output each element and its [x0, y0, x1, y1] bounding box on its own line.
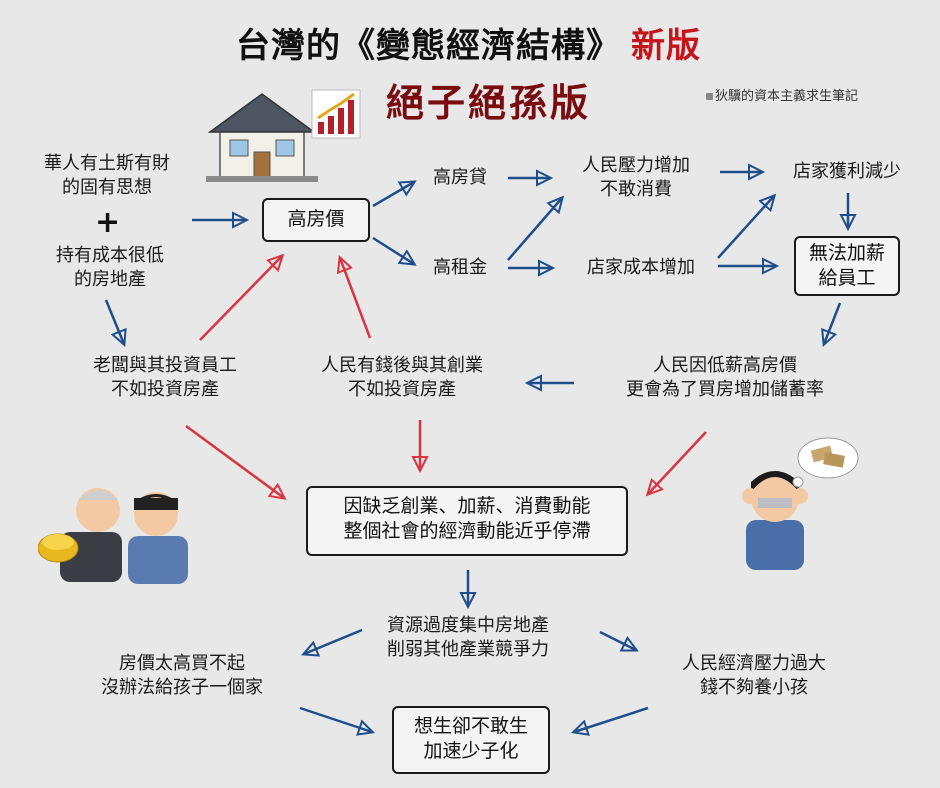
arrow-concentration-to-cantafford — [301, 628, 363, 657]
node-no-raise: 無法加薪 給員工 — [794, 236, 900, 296]
node-pressure-line1: 人民壓力增加 — [582, 155, 690, 176]
node-econ-pressure-line2: 錢不夠養小孩 — [700, 677, 808, 698]
credit-bullet-icon — [706, 93, 713, 100]
rising-chart-icon — [311, 89, 361, 139]
worried-person-icon — [742, 471, 808, 570]
node-stagnation: 因缺乏創業、加薪、消費動能 整個社會的經濟動能近乎停滯 — [306, 486, 628, 556]
node-pressure-line2: 不敢消費 — [600, 179, 672, 200]
node-stagnation-line2: 整個社會的經濟動能近乎停滯 — [343, 520, 591, 542]
node-no-raise-line1: 無法加薪 — [808, 242, 885, 264]
node-stagnation-line1: 因缺乏創業、加薪、消費動能 — [343, 495, 591, 517]
arrow-boss-to-price — [199, 253, 285, 341]
node-people-save-line1: 人民因低薪高房價 — [653, 355, 797, 376]
title-main: 台灣的《變態經濟結構》 — [236, 26, 621, 66]
node-econ-pressure-line1: 人民經濟壓力過大 — [682, 653, 826, 674]
node-low-birth-line2: 加速少子化 — [423, 740, 519, 762]
node-cant-afford: 房價太高買不起 沒辦法給孩子一個家 — [76, 652, 288, 700]
arrow-shopcost-to-profit — [717, 193, 777, 259]
node-low-cost: 持有成本很低 的房地產 — [30, 244, 190, 292]
arrow-noraise-to-save — [821, 302, 842, 348]
node-concentration: 資源過度集中房地產 削弱其他產業競爭力 — [350, 614, 586, 662]
node-people-money: 人民有錢後與其創業 不如投資房產 — [292, 354, 512, 402]
node-high-price: 高房價 — [262, 198, 370, 242]
node-low-birth: 想生卻不敢生 加速少子化 — [392, 706, 550, 774]
credit-text: 狄驥的資本主義求生筆記 — [715, 89, 859, 104]
arrow-cantafford-to-lowbirth — [299, 706, 376, 736]
title-new-badge: 新版 — [631, 26, 701, 66]
node-shop-cost: 店家成本增加 — [587, 257, 695, 278]
node-low-birth-line1: 想生卻不敢生 — [413, 715, 528, 737]
arrow-lowcost-to-boss — [104, 299, 127, 347]
node-high-loan: 高房貸 — [433, 167, 487, 188]
whispering-employee-icon — [128, 492, 188, 584]
arrow-price-to-rent — [372, 236, 417, 266]
house-icon — [206, 93, 318, 182]
node-pressure: 人民壓力增加 不敢消費 — [556, 154, 716, 202]
node-boss-line2: 不如投資房產 — [111, 379, 219, 400]
node-econ-pressure: 人民經濟壓力過大 錢不夠養小孩 — [654, 652, 854, 700]
subtitle: 絕子絕孫版 — [386, 81, 592, 125]
page-title: 台灣的《變態經濟結構》新版 — [236, 18, 701, 67]
node-high-rent: 高租金 — [433, 257, 487, 278]
node-low-cost-line2: 的房地產 — [74, 269, 146, 290]
arrow-price-to-loan — [372, 180, 417, 208]
arrow-peoplemoney-to-price — [336, 254, 372, 339]
node-concentration-line1: 資源過度集中房地產 — [387, 615, 549, 636]
node-shop-profit: 店家獲利減少 — [793, 161, 901, 182]
node-people-save: 人民因低薪高房價 更會為了買房增加儲蓄率 — [590, 354, 860, 402]
arrow-rent-to-pressure — [507, 195, 565, 261]
arrow-concentration-to-econpressure — [599, 630, 639, 652]
node-origin: 華人有土斯有財 的固有思想 — [22, 152, 192, 200]
node-boss: 老闆與其投資員工 不如投資房產 — [60, 354, 270, 402]
node-people-save-line2: 更會為了買房增加儲蓄率 — [626, 379, 824, 400]
boss-with-gold-icon — [38, 488, 122, 582]
plus-sign: + — [95, 205, 121, 240]
arrow-econpressure-to-lowbirth — [570, 706, 649, 736]
node-boss-line1: 老闆與其投資員工 — [93, 355, 237, 376]
money-thought-bubble-icon — [792, 437, 859, 488]
node-no-raise-line2: 給員工 — [818, 267, 876, 289]
node-people-money-line1: 人民有錢後與其創業 — [321, 355, 483, 376]
arrow-boss-to-stagnation — [185, 424, 287, 500]
arrow-save-to-stagnation — [645, 431, 707, 497]
node-origin-line2: 的固有思想 — [62, 177, 152, 198]
author-credit: 狄驥的資本主義求生筆記 — [706, 85, 858, 104]
node-cant-afford-line1: 房價太高買不起 — [119, 653, 245, 674]
node-low-cost-line1: 持有成本很低 — [56, 245, 164, 266]
node-origin-line1: 華人有土斯有財 — [44, 153, 170, 174]
node-people-money-line2: 不如投資房產 — [348, 379, 456, 400]
node-cant-afford-line2: 沒辦法給孩子一個家 — [101, 677, 263, 698]
node-concentration-line2: 削弱其他產業競爭力 — [387, 639, 549, 660]
